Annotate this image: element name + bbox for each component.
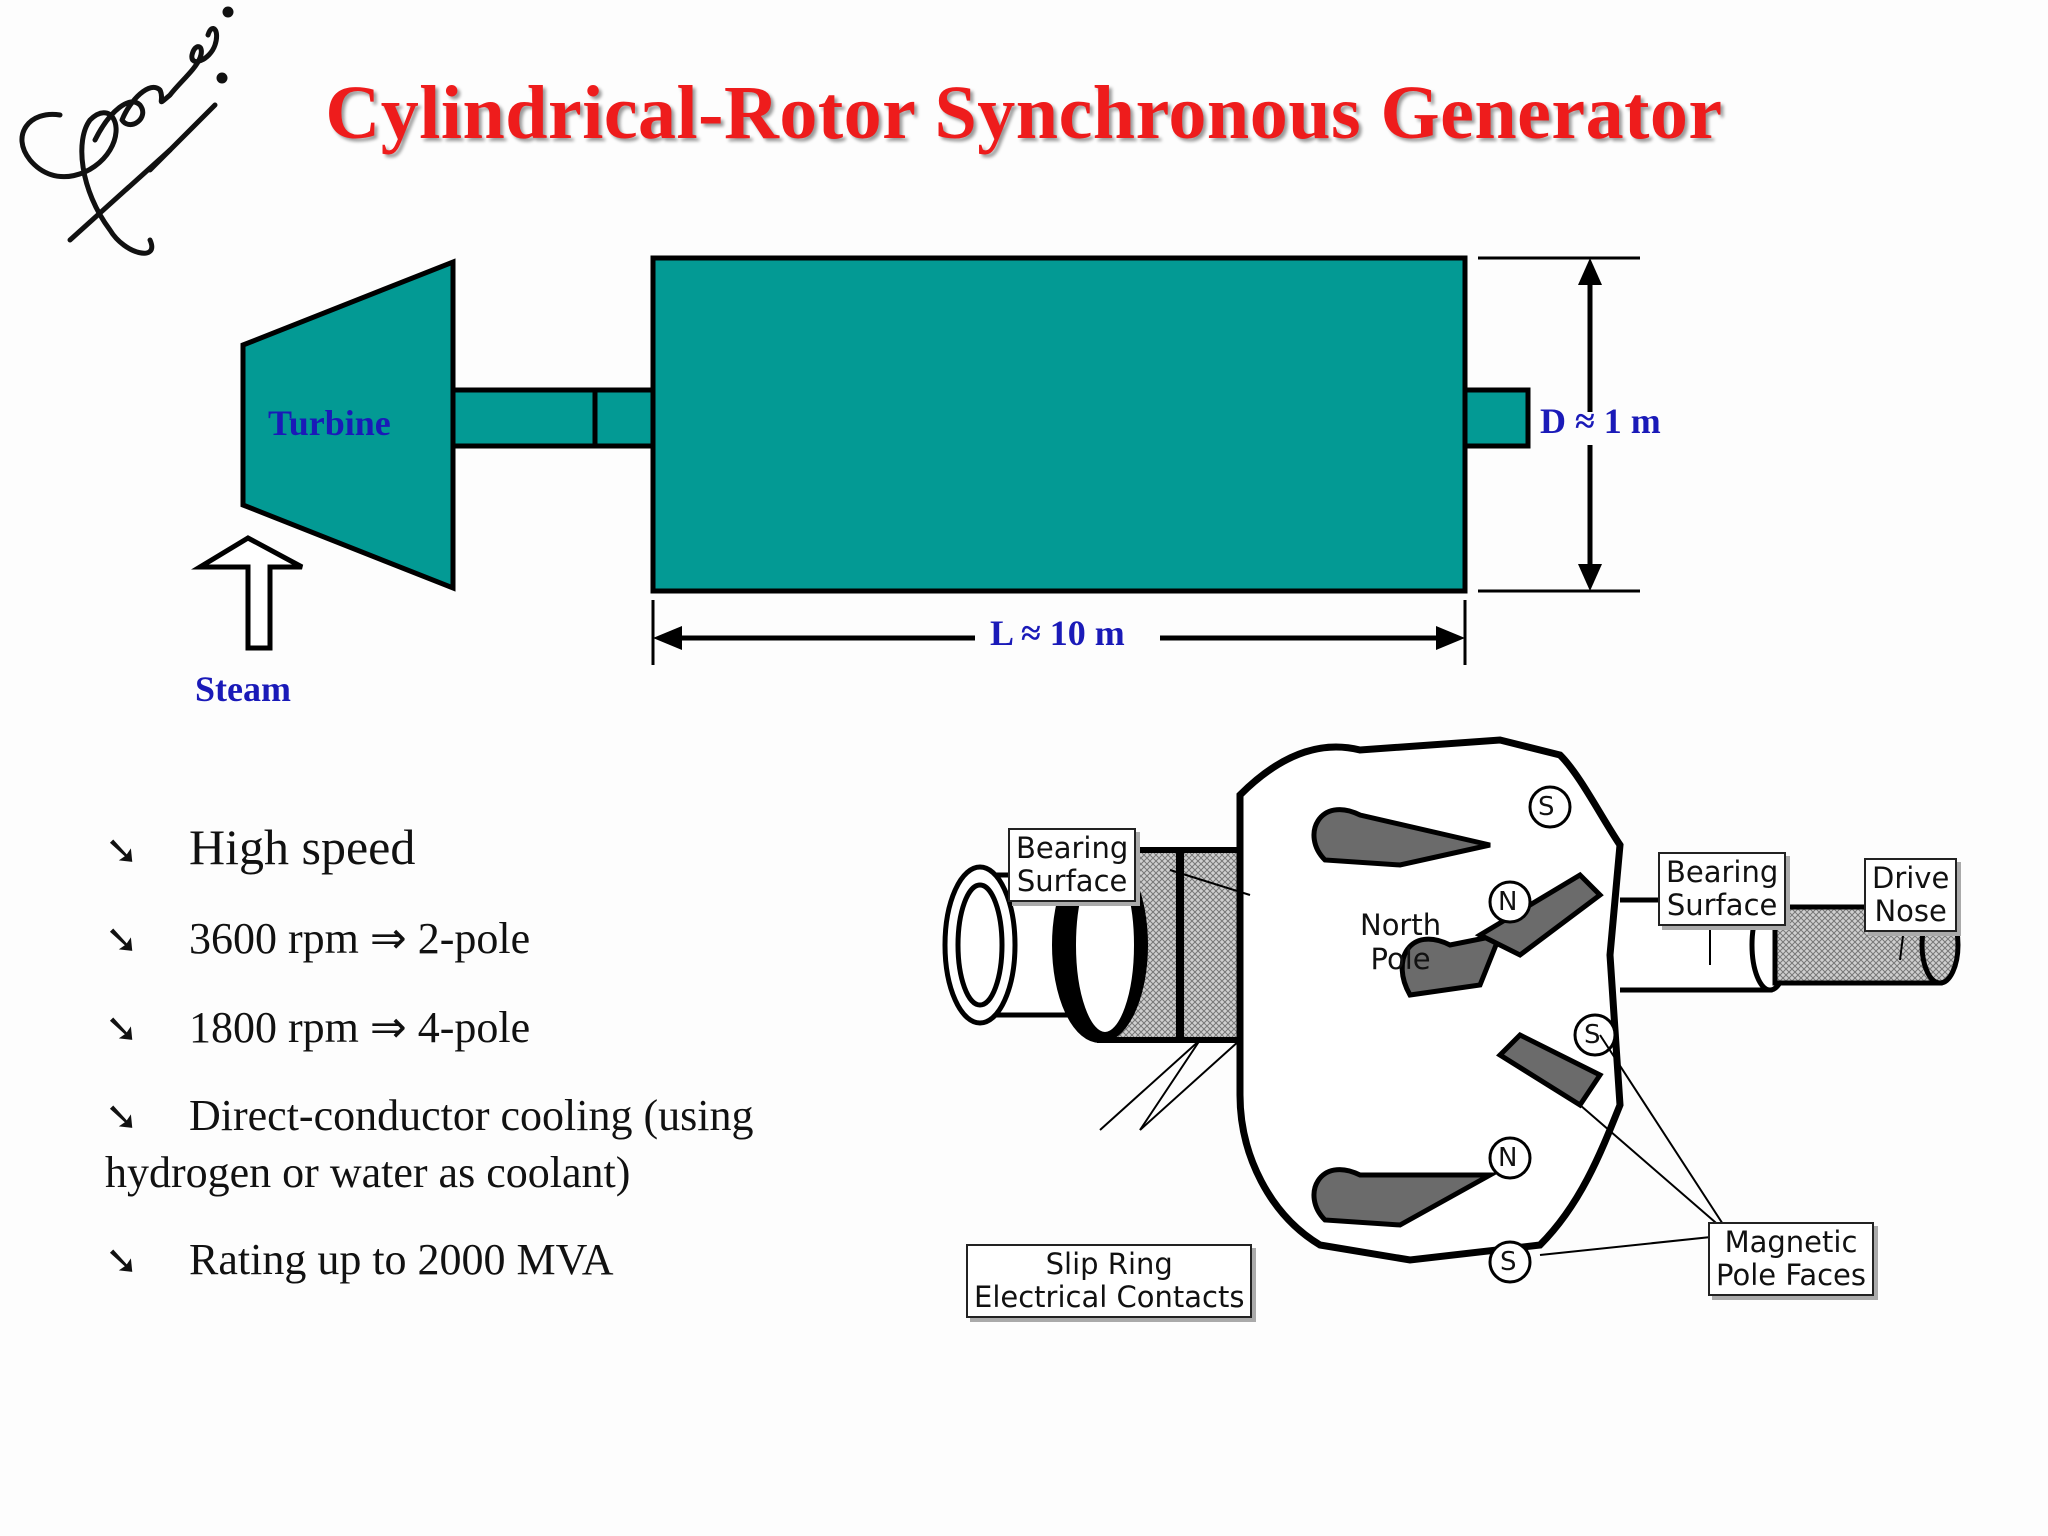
arrow-right-icon	[1436, 626, 1465, 650]
turbine-generator-diagram	[191, 255, 1640, 665]
signature	[19, 6, 234, 256]
magnetic-pole-faces-callout: Magnetic Pole Faces	[1708, 1222, 1874, 1296]
bearing-surface-right-callout: Bearing Surface	[1658, 852, 1787, 926]
arrow-down-right-icon: ➘	[105, 917, 139, 963]
turbine-label: Turbine	[268, 403, 391, 443]
arrow-down-right-icon: ➘	[105, 1238, 139, 1284]
arrow-up-icon	[1578, 258, 1602, 285]
list-item: ➘3600 rpm ⇒ 2-pole	[105, 910, 805, 969]
shaft-right	[1462, 387, 1531, 449]
arrow-left-icon	[653, 626, 682, 650]
arrow-down-right-icon: ➘	[105, 1094, 139, 1140]
shaft-left	[450, 387, 598, 449]
steam-arrow-icon	[191, 535, 304, 651]
length-label: L ≈ 10 m	[990, 613, 1125, 653]
arrow-down-right-icon: ➘	[105, 828, 139, 874]
bearing-surface-left-callout: Bearing Surface	[1008, 828, 1137, 902]
pole-mark-s: S	[1538, 792, 1555, 822]
slide-title: Cylindrical-Rotor Synchronous Generator	[325, 71, 1723, 155]
generator-body	[650, 255, 1468, 594]
diameter-label: D ≈ 1 m	[1540, 401, 1661, 441]
north-pole-label: North Pole	[1360, 908, 1442, 976]
list-item: ➘Direct-conductor cooling (using hydroge…	[105, 1091, 754, 1197]
coupling	[592, 387, 656, 449]
drive-nose-callout: Drive Nose	[1864, 858, 1958, 932]
pole-mark-n: N	[1498, 1143, 1518, 1173]
steam-label: Steam	[195, 669, 291, 709]
list-item: ➘High speed	[105, 818, 805, 880]
list-item: ➘1800 rpm ⇒ 4-pole	[105, 999, 805, 1058]
slip-ring-callout: Slip Ring Electrical Contacts	[966, 1244, 1253, 1318]
pole-mark-s: S	[1500, 1247, 1517, 1277]
bullet-list: ➘High speed ➘3600 rpm ⇒ 2-pole ➘1800 rpm…	[105, 818, 805, 1320]
list-item: ➘Rating up to 2000 MVA	[105, 1231, 805, 1290]
turbine-shape	[240, 258, 456, 592]
arrow-down-icon	[1578, 564, 1602, 591]
pole-mark-s: S	[1584, 1020, 1601, 1050]
arrow-down-right-icon: ➘	[105, 1006, 139, 1052]
pole-mark-n: N	[1498, 887, 1518, 917]
